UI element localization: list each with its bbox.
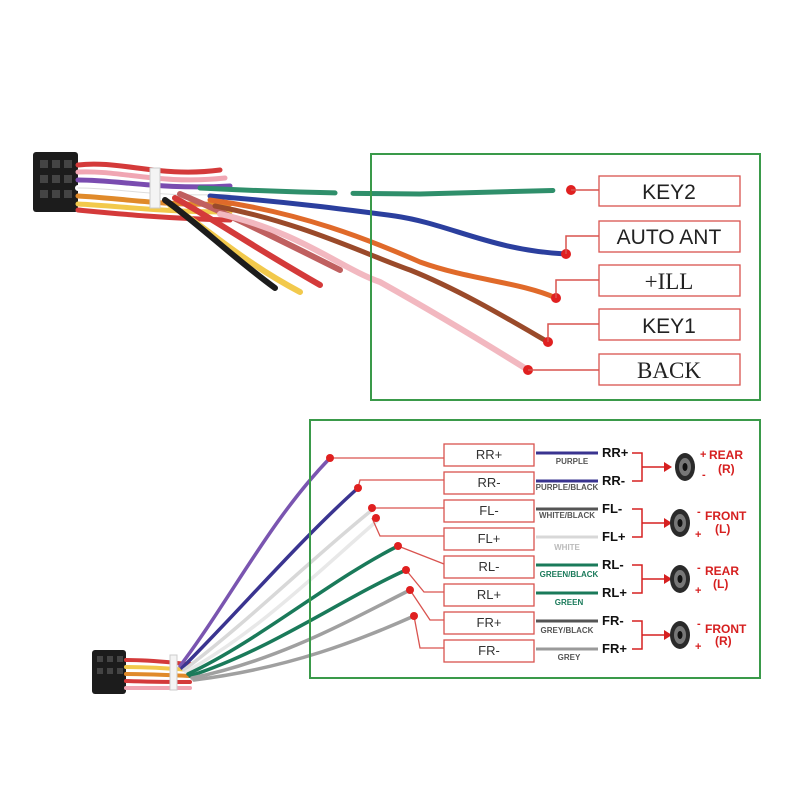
terminal-rr-plus: RR+ <box>602 445 629 460</box>
minus-sign-front-r: - <box>697 618 701 630</box>
wire-name-green: GREEN <box>555 598 584 607</box>
wire-stubs <box>536 451 598 651</box>
label-auto-ant: AUTO ANT <box>617 226 722 249</box>
wire-name-white: WHITE <box>554 543 580 552</box>
terminal-labels: RR+ RR- FL- FL+ RL- RL+ FR- FR+ <box>602 445 629 656</box>
speaker-icon-rear-r <box>675 453 695 481</box>
top-labels: KEY2 AUTO ANT +ILL KEY1 BACK <box>523 175 741 386</box>
label-fl-plus: FL+ <box>478 531 501 546</box>
minus-sign-rear-r: - <box>702 469 706 481</box>
top-wires <box>197 185 573 373</box>
speaker-side-rear-l: (L) <box>713 577 728 591</box>
minus-sign-front-l: - <box>697 506 701 518</box>
terminal-fr-plus: FR+ <box>602 641 627 656</box>
speaker-labels: + REAR (R) - - FRONT (L) + - REAR (L) + … <box>695 448 747 653</box>
label-fl-minus: FL- <box>479 503 499 518</box>
speaker-label-rear-l: REAR <box>705 564 739 578</box>
speaker-icon-front-l <box>670 509 690 537</box>
wire-name-purple: PURPLE <box>556 457 589 466</box>
wire-name-grey-black: GREY/BLACK <box>541 626 594 635</box>
label-rr-plus: RR+ <box>476 447 502 462</box>
terminal-fl-minus: FL- <box>602 501 622 516</box>
speaker-label-front-r: FRONT <box>705 622 747 636</box>
wire-name-purple-black: PURPLE/BLACK <box>536 483 599 492</box>
speaker-icon-rear-l <box>670 565 690 593</box>
speaker-icon-front-r <box>670 621 690 649</box>
plus-sign-front-r: + <box>695 641 701 653</box>
speaker-label-rear-r: REAR <box>709 448 743 462</box>
bottom-wires <box>178 456 416 682</box>
minus-sign-rear-l: - <box>697 562 701 574</box>
top-panel <box>370 153 761 401</box>
label-fr-plus: FR+ <box>477 615 502 630</box>
bottom-panel <box>309 419 761 679</box>
label-key1: KEY1 <box>642 315 696 338</box>
bottom-labels: RR+ RR- FL- FL+ RL- RL+ FR+ FR- <box>443 443 535 663</box>
label-key2: KEY2 <box>642 181 696 204</box>
label-rl-minus: RL- <box>479 559 500 574</box>
wire-name-green-black: GREEN/BLACK <box>540 570 599 579</box>
speaker-side-front-l: (L) <box>715 522 730 536</box>
label-back: BACK <box>637 358 701 383</box>
speaker-brackets <box>632 452 664 650</box>
bottom-harness <box>92 650 192 694</box>
top-harness <box>33 152 343 295</box>
speaker-side-front-r: (R) <box>715 634 732 648</box>
terminal-rr-minus: RR- <box>602 473 625 488</box>
label-fr-minus: FR- <box>478 643 500 658</box>
plus-sign-front-l: + <box>695 529 701 541</box>
wire-name-white-black: WHITE/BLACK <box>539 511 595 520</box>
plus-sign-rear-l: + <box>695 585 701 597</box>
wire-names: PURPLE PURPLE/BLACK WHITE/BLACK WHITE GR… <box>536 457 599 662</box>
terminal-fl-plus: FL+ <box>602 529 626 544</box>
terminal-rl-minus: RL- <box>602 557 624 572</box>
wire-name-grey: GREY <box>558 653 581 662</box>
plus-sign-rear-r: + <box>700 449 706 461</box>
terminal-fr-minus: FR- <box>602 613 624 628</box>
label-rl-plus: RL+ <box>477 587 501 602</box>
label-rr-minus: RR- <box>477 475 500 490</box>
speaker-label-front-l: FRONT <box>705 509 747 523</box>
terminal-rl-plus: RL+ <box>602 585 627 600</box>
bracket-arrows <box>664 462 672 640</box>
bottom-dots <box>326 454 418 620</box>
speaker-side-rear-r: (R) <box>718 462 735 476</box>
label-ill: +ILL <box>645 269 694 294</box>
